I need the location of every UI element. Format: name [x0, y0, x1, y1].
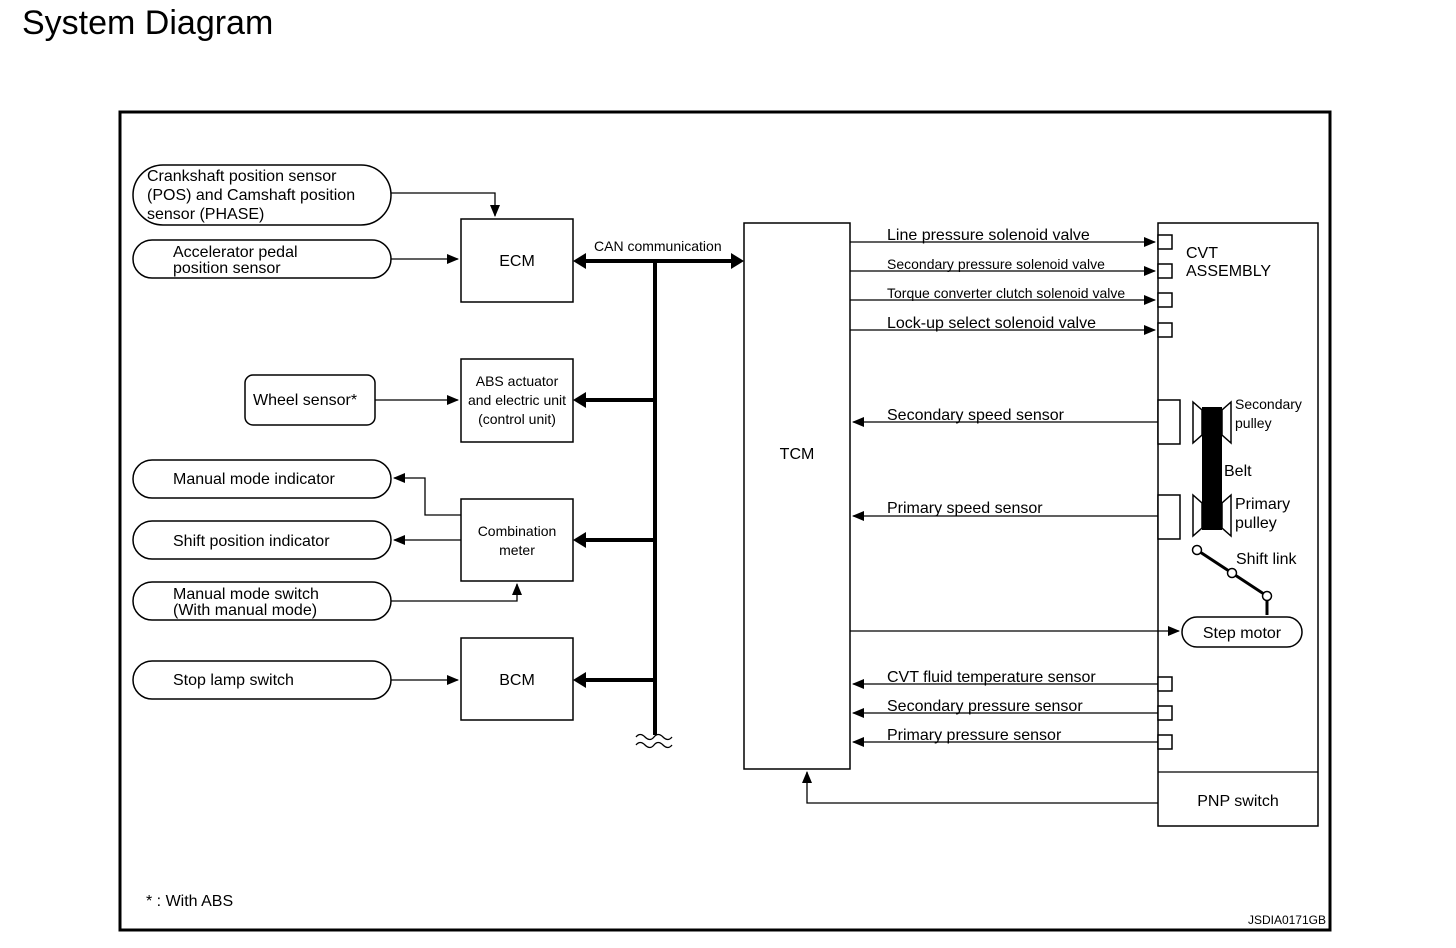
crankshaft-sensor-label-3: sensor (PHASE) — [147, 206, 264, 223]
pnp-to-tcm-arrow — [802, 771, 1158, 804]
abs-label-3: (control unit) — [478, 411, 556, 427]
line-pressure-label: Line pressure solenoid valve — [887, 227, 1090, 244]
figure-code: JSDIA0171GB — [1248, 913, 1326, 927]
tcm-label: TCM — [780, 446, 815, 463]
combination-meter-label-1: Combination — [478, 523, 557, 539]
pulley-belt-mechanism — [1191, 400, 1273, 615]
can-bus-break-symbol — [635, 733, 673, 749]
abs-actuator-module: ABS actuator and electric unit (control … — [460, 358, 574, 443]
cvt-assembly-label-1: CVT — [1186, 245, 1218, 262]
can-bus — [573, 253, 744, 749]
cvt-assembly-label-2: ASSEMBLY — [1186, 263, 1271, 280]
secondary-pulley-label-2: pulley — [1235, 415, 1272, 431]
belt-label: Belt — [1224, 463, 1252, 480]
manual-mode-switch: Manual mode switch (With manual mode) — [132, 581, 392, 621]
can-communication-label: CAN communication — [594, 238, 722, 254]
secondary-speed-label: Secondary speed sensor — [887, 407, 1065, 424]
primary-pressure-sensor-label: Primary pressure sensor — [887, 727, 1062, 744]
crankshaft-to-ecm-arrow — [391, 192, 500, 217]
lockup-select-label: Lock-up select solenoid valve — [887, 315, 1096, 332]
footnote: * : With ABS — [146, 893, 233, 910]
combination-meter-label-2: meter — [499, 542, 535, 558]
diagram-frame — [118, 110, 1332, 932]
page-title: System Diagram — [22, 4, 274, 42]
primary-speed-label: Primary speed sensor — [887, 500, 1043, 517]
wheel-sensor-label: Wheel sensor* — [253, 392, 357, 409]
torque-converter-label: Torque converter clutch solenoid valve — [887, 285, 1125, 301]
primary-pulley-icon — [1192, 493, 1232, 538]
manual-switch-to-combo-arrow — [391, 583, 522, 602]
tcm-module: TCM — [743, 222, 851, 770]
secondary-pulley-icon — [1192, 400, 1232, 445]
belt-icon — [1202, 407, 1222, 530]
accelerator-pedal-position-sensor: Accelerator pedal position sensor — [132, 239, 392, 279]
stop-lamp-switch-label: Stop lamp switch — [173, 672, 294, 689]
primary-pulley-label-2: pulley — [1235, 515, 1277, 532]
shift-position-indicator-label: Shift position indicator — [173, 533, 330, 550]
secondary-pressure-sensor-label: Secondary pressure sensor — [887, 698, 1083, 715]
combination-meter-module: Combination meter — [460, 498, 574, 582]
manual-mode-switch-label-2: (With manual mode) — [173, 602, 317, 619]
shift-link-icon — [1196, 548, 1269, 615]
secondary-pulley-label-1: Secondary — [1235, 396, 1302, 412]
combo-to-manual-indicator-arrow — [393, 473, 461, 516]
crankshaft-camshaft-sensor: Crankshaft position sensor (POS) and Cam… — [132, 164, 392, 226]
wheel-sensor: Wheel sensor* — [244, 374, 376, 426]
pnp-switch-label: PNP switch — [1197, 793, 1279, 810]
shift-link-label: Shift link — [1236, 551, 1297, 568]
step-motor: Step motor — [1181, 616, 1303, 648]
ecm-module: ECM — [460, 218, 574, 303]
abs-label-1: ABS actuator — [476, 373, 559, 389]
manual-mode-switch-label-1: Manual mode switch — [173, 586, 319, 603]
manual-mode-indicator: Manual mode indicator — [132, 459, 392, 499]
crankshaft-sensor-label-1: Crankshaft position sensor — [147, 168, 337, 185]
accelerator-sensor-label-2: position sensor — [173, 260, 281, 277]
abs-label-2: and electric unit — [468, 392, 566, 408]
bcm-label: BCM — [499, 672, 535, 689]
primary-pulley-label-1: Primary — [1235, 496, 1290, 513]
stop-lamp-switch: Stop lamp switch — [132, 660, 392, 700]
shift-position-indicator: Shift position indicator — [132, 520, 392, 560]
bcm-module: BCM — [460, 637, 574, 721]
secondary-pressure-valve-label: Secondary pressure solenoid valve — [887, 256, 1105, 272]
step-motor-label: Step motor — [1203, 625, 1282, 642]
accelerator-sensor-label-1: Accelerator pedal — [173, 244, 298, 261]
cvt-fluid-temp-label: CVT fluid temperature sensor — [887, 669, 1096, 686]
manual-mode-indicator-label: Manual mode indicator — [173, 471, 336, 488]
crankshaft-sensor-label-2: (POS) and Camshaft position — [147, 187, 355, 204]
ecm-label: ECM — [499, 253, 535, 270]
